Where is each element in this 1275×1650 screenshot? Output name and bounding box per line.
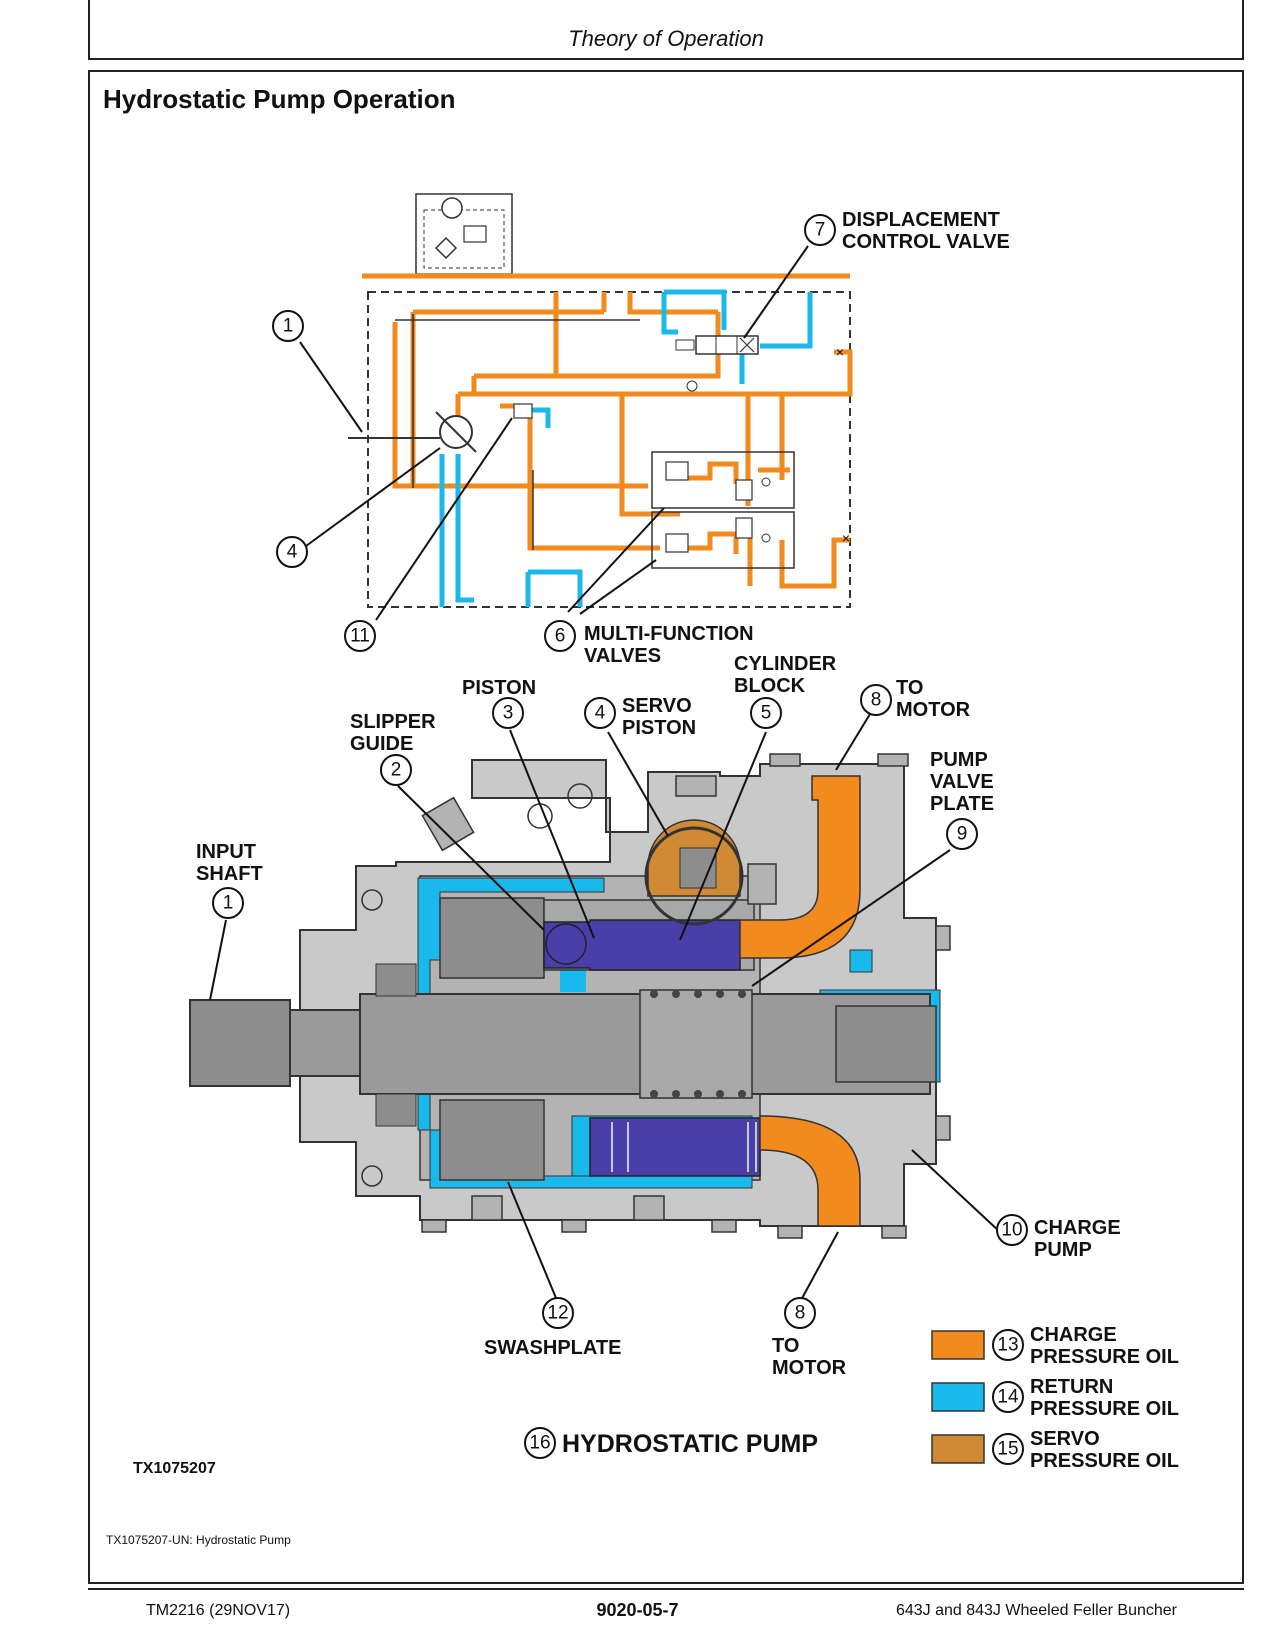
footer-divider — [88, 1588, 1244, 1590]
svg-text:PRESSURE OIL: PRESSURE OIL — [1030, 1398, 1179, 1420]
callout-1-pump: 1 — [212, 887, 244, 919]
svg-text:PRESSURE OIL: PRESSURE OIL — [1030, 1346, 1179, 1368]
callout-12: 12 — [542, 1297, 574, 1329]
legend: 13 CHARGE PRESSURE OIL 14 RETURN PRESSUR… — [931, 1324, 1179, 1472]
label-pump-valve-plate-1: PUMP — [930, 749, 988, 771]
figure-id: TX1075207 — [133, 1460, 216, 1477]
label-hydrostatic-pump: HYDROSTATIC PUMP — [562, 1430, 818, 1458]
label-to-motor-top-2: MOTOR — [896, 699, 971, 721]
callout-8-bottom: 8 — [784, 1297, 816, 1329]
svg-text:11: 11 — [350, 626, 370, 647]
footer-page-number: 9020-05-7 — [596, 1600, 679, 1620]
callout-3: 3 — [492, 697, 524, 729]
label-servo-piston-2: PISTON — [622, 717, 696, 739]
legend-servo: 15 SERVO PRESSURE OIL — [931, 1428, 1179, 1472]
legend-swatch-return — [931, 1382, 985, 1412]
svg-text:13: 13 — [997, 1335, 1018, 1356]
svg-text:4: 4 — [595, 703, 606, 724]
label-cylinder-block-1: CYLINDER — [734, 653, 837, 675]
label-piston: PISTON — [462, 677, 536, 699]
callout-4-pump: 4 — [584, 697, 616, 729]
svg-text:RETURN: RETURN — [1030, 1376, 1113, 1398]
label-swashplate: SWASHPLATE — [484, 1337, 621, 1359]
label-charge-pump-2: PUMP — [1034, 1239, 1092, 1261]
callout-7: 7 — [804, 214, 836, 246]
footer-product-name: 643J and 843J Wheeled Feller Buncher — [895, 1602, 1177, 1619]
svg-text:15: 15 — [997, 1439, 1018, 1460]
svg-text:SERVO: SERVO — [1030, 1428, 1100, 1450]
svg-text:CHARGE: CHARGE — [1030, 1324, 1117, 1346]
hydraulic-schematic: × × — [348, 193, 853, 608]
callout-8-top: 8 — [860, 684, 892, 716]
label-cylinder-block-2: BLOCK — [734, 675, 806, 697]
label-slipper-guide-2: GUIDE — [350, 733, 413, 755]
svg-text:3: 3 — [503, 703, 514, 724]
callout-9: 9 — [946, 818, 978, 850]
svg-text:10: 10 — [1001, 1220, 1022, 1241]
legend-charge: 13 CHARGE PRESSURE OIL — [931, 1324, 1179, 1368]
svg-text:2: 2 — [391, 760, 402, 781]
page-header-title: Theory of Operation — [568, 26, 764, 51]
label-displacement-control-valve-2: CONTROL VALVE — [842, 231, 1010, 253]
legend-swatch-charge — [931, 1330, 985, 1360]
svg-text:5: 5 — [761, 703, 772, 724]
figure-caption: TX1075207-UN: Hydrostatic Pump — [106, 1533, 291, 1547]
legend-return: 14 RETURN PRESSURE OIL — [931, 1376, 1179, 1420]
label-multi-function-valves-1: MULTI-FUNCTION — [584, 623, 754, 645]
content-frame — [88, 70, 1244, 1584]
label-servo-piston-1: SERVO — [622, 695, 692, 717]
callout-5: 5 — [750, 697, 782, 729]
label-charge-pump-1: CHARGE — [1034, 1217, 1121, 1239]
callout-16: 16 — [524, 1427, 556, 1459]
svg-text:×: × — [842, 530, 850, 546]
legend-swatch-servo — [931, 1434, 985, 1464]
svg-text:12: 12 — [547, 1303, 568, 1324]
callout-2: 2 — [380, 754, 412, 786]
label-to-motor-top-1: TO — [896, 677, 923, 699]
label-to-motor-bottom-1: TO — [772, 1335, 799, 1357]
svg-text:×: × — [836, 344, 844, 360]
svg-text:4: 4 — [287, 542, 298, 563]
label-input-shaft-2: SHAFT — [196, 863, 263, 885]
svg-text:1: 1 — [223, 893, 234, 914]
svg-text:16: 16 — [529, 1433, 550, 1454]
callout-6: 6 — [544, 620, 576, 652]
label-multi-function-valves-2: VALVES — [584, 645, 661, 667]
label-displacement-control-valve-1: DISPLACEMENT — [842, 209, 1000, 231]
label-slipper-guide-1: SLIPPER — [350, 711, 436, 733]
pump-cutaway — [189, 753, 951, 1239]
header-frame — [88, 0, 1244, 60]
svg-text:PRESSURE OIL: PRESSURE OIL — [1030, 1450, 1179, 1472]
callout-10: 10 — [996, 1214, 1028, 1246]
label-input-shaft-1: INPUT — [196, 841, 256, 863]
footer-manual-id: TM2216 (29NOV17) — [146, 1602, 291, 1619]
svg-text:6: 6 — [555, 626, 566, 647]
svg-text:7: 7 — [815, 220, 826, 241]
label-pump-valve-plate-2: VALVE — [930, 771, 994, 793]
svg-text:8: 8 — [795, 1303, 806, 1324]
svg-text:9: 9 — [957, 824, 968, 845]
label-to-motor-bottom-2: MOTOR — [772, 1357, 847, 1379]
svg-text:1: 1 — [283, 316, 294, 337]
svg-text:8: 8 — [871, 690, 882, 711]
callout-1-schematic: 1 — [272, 310, 304, 342]
callout-11: 11 — [344, 620, 376, 652]
section-title: Hydrostatic Pump Operation — [103, 84, 456, 114]
svg-text:14: 14 — [997, 1387, 1019, 1408]
label-pump-valve-plate-3: PLATE — [930, 793, 994, 815]
callout-4-schematic: 4 — [276, 536, 308, 568]
